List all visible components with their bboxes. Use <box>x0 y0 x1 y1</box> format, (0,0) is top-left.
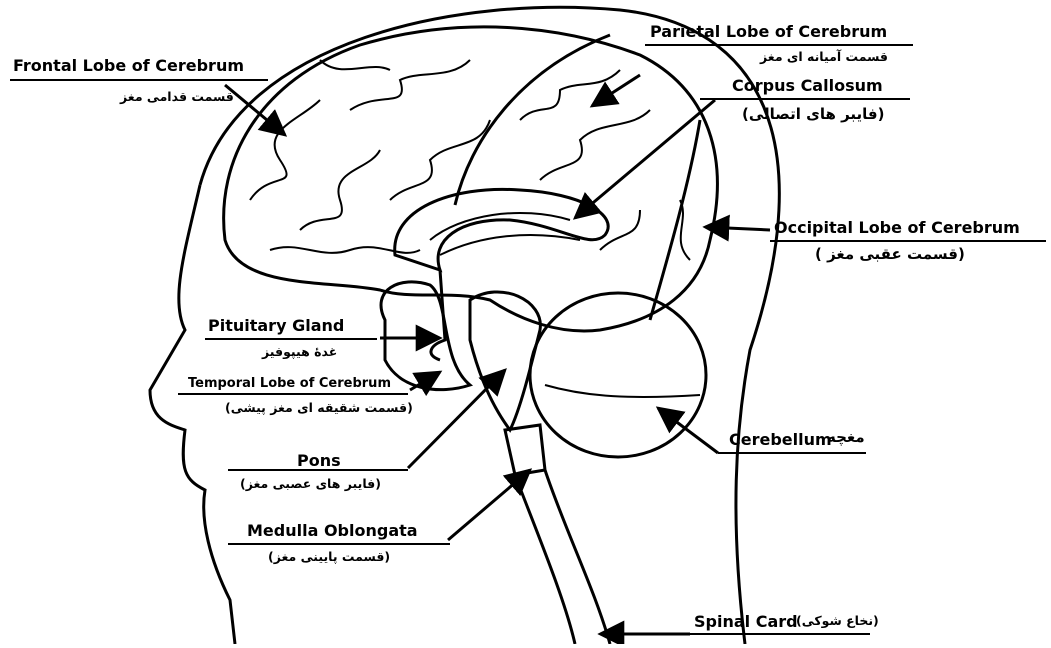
arrow-parietal <box>592 75 640 106</box>
label-parietal-en: Parietal Lobe of Cerebrum <box>650 24 887 40</box>
underline-frontal <box>10 79 268 81</box>
label-pituitary-fa: غدهٔ هیپوفیز <box>262 346 337 359</box>
arrow-occipital <box>705 227 770 230</box>
cerebrum-outline <box>224 27 718 331</box>
spinal-cord-shape <box>515 470 610 644</box>
temporal-lobe-shape <box>381 282 470 390</box>
medulla-shape <box>505 425 545 475</box>
arrow-cerebellum <box>658 408 718 453</box>
label-cerebellum-en: Cerebellum <box>729 432 832 448</box>
arrow-medulla <box>448 470 530 540</box>
underline-spinal <box>690 633 870 635</box>
arrow-pons <box>408 370 505 468</box>
frontal-parietal-sulcus <box>455 35 610 205</box>
underline-occipital <box>770 240 1046 242</box>
label-medulla-en: Medulla Oblongata <box>247 523 418 539</box>
label-corpus-en: Corpus Callosum <box>732 78 883 94</box>
label-corpus-fa: (فایبر های اتصالی) <box>742 107 884 122</box>
label-frontal-fa: قسمت قدامی مغز <box>120 91 234 104</box>
underline-pons <box>228 469 408 471</box>
underline-pituitary <box>205 338 377 340</box>
label-pons-en: Pons <box>297 453 341 469</box>
pituitary-stalk <box>431 270 445 360</box>
label-pons-fa: (فایبر های عصبی مغز) <box>240 478 381 491</box>
underline-temporal <box>178 393 408 395</box>
label-spinal-fa: (نخاع شوکی) <box>796 615 879 628</box>
arrow-frontal <box>225 85 285 135</box>
label-parietal-fa: قسمت آمیانه ای مغز <box>760 51 888 64</box>
cerebellum-shape <box>530 293 706 457</box>
label-occipital-fa: (قسمت عقبی مغز ) <box>815 247 965 262</box>
label-spinal-en: Spinal Card <box>694 614 798 630</box>
underline-cerebellum <box>718 452 866 454</box>
label-pituitary-en: Pituitary Gland <box>208 318 344 334</box>
underline-medulla <box>228 543 450 545</box>
label-frontal-en: Frontal Lobe of Cerebrum <box>13 58 244 74</box>
face-profile <box>150 185 235 644</box>
underline-corpus <box>700 98 910 100</box>
underline-parietal <box>645 44 913 46</box>
corpus-callosum-shape <box>395 189 608 270</box>
label-temporal-fa: (قسمت شقیقه ای مغز پیشی) <box>225 402 413 415</box>
label-cerebellum-fa: مغچه <box>827 430 865 445</box>
label-temporal-en: Temporal Lobe of Cerebrum <box>188 377 391 390</box>
label-occipital-en: Occipital Lobe of Cerebrum <box>774 220 1020 236</box>
label-medulla-fa: (قسمت پایینی مغز) <box>268 551 390 564</box>
arrow-corpus <box>575 100 715 218</box>
